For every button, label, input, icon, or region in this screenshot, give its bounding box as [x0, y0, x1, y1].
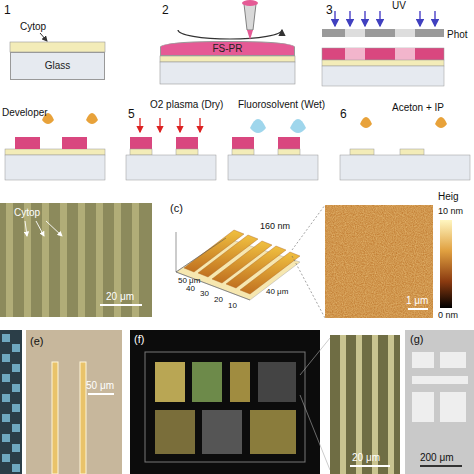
scale-label: 20 μm — [352, 453, 380, 463]
colorbar-label: 10 nm — [438, 207, 463, 216]
scale-label: 20 μm — [106, 292, 134, 302]
axis-tick: 30 — [200, 290, 209, 298]
panel-letter: (c) — [170, 203, 183, 214]
axis-tick: 40 — [186, 285, 195, 293]
step-label: Developer — [2, 108, 48, 118]
axis-label: 160 nm — [260, 222, 290, 231]
step-number: 3 — [326, 4, 333, 16]
scale-label: 1 μm — [406, 296, 428, 306]
layer-name: Glass — [45, 61, 71, 71]
scale-label: 50 μm — [86, 381, 114, 391]
panel-letter: (g) — [410, 334, 423, 345]
axis-tick: 20 — [214, 296, 223, 304]
scale-label: 200 μm — [420, 453, 454, 463]
step-label: Fluorosolvent (Wet) — [238, 100, 325, 110]
step-number: 6 — [340, 108, 347, 120]
axis-label: 40 μm — [266, 288, 288, 296]
axis-label: 50 μm — [178, 277, 200, 285]
layer-name: FS-PR — [213, 44, 243, 54]
step-number: 5 — [128, 108, 135, 120]
light-label: UV — [392, 1, 406, 11]
photoresist-layer: FS-PR — [160, 41, 295, 56]
panel-letter: (f) — [134, 334, 144, 345]
step-number: 2 — [162, 4, 169, 16]
colorbar-label: 0 nm — [438, 311, 458, 320]
axis-tick: 10 — [228, 302, 237, 310]
mask-label: Phot — [447, 30, 468, 40]
layer-label: Cytop — [20, 22, 46, 32]
step-label: O2 plasma (Dry) — [150, 100, 223, 110]
step-label: Aceton + IP — [392, 103, 444, 113]
layer-label: Cytop — [14, 208, 40, 218]
colorbar-title: Heig — [438, 192, 459, 202]
glass-substrate: Glass — [10, 52, 105, 80]
step-number: 1 — [4, 4, 11, 16]
panel-letter: (e) — [30, 336, 43, 347]
